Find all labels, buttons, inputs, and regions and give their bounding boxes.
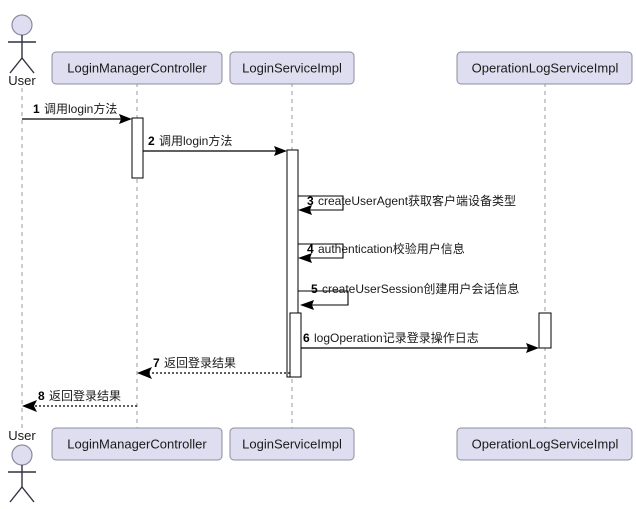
participant-controller-bottom[interactable]: LoginManagerController xyxy=(51,427,223,461)
message-6-label: logOperation记录登录操作日志 xyxy=(314,330,479,345)
message-5[interactable]: 5 createUserSession创建用户会话信息 xyxy=(298,281,519,310)
participant-label-oplog-bottom: OperationLogServiceImpl xyxy=(472,436,619,451)
participant-label-oplog-top: OperationLogServiceImpl xyxy=(472,60,619,75)
message-2-number: 2 xyxy=(148,134,155,148)
message-1[interactable]: 1 调用login方法 xyxy=(22,101,132,124)
message-2[interactable]: 2 调用login方法 xyxy=(143,133,287,156)
participant-box-oplog-top[interactable] xyxy=(456,51,633,85)
message-7-arrowhead xyxy=(137,367,152,379)
message-7-number: 7 xyxy=(153,356,160,370)
message-4-loop xyxy=(298,243,344,259)
message-8-number: 8 xyxy=(38,389,45,403)
actor-head-icon-bottom xyxy=(11,444,33,466)
participant-oplog-bottom[interactable]: OperationLogServiceImpl xyxy=(456,427,633,461)
message-3-number: 3 xyxy=(307,194,314,208)
actor-label-bottom: User xyxy=(8,428,36,443)
participant-service-bottom[interactable]: LoginServiceImpl xyxy=(229,427,355,461)
message-5-loop xyxy=(298,290,349,306)
message-4-number: 4 xyxy=(307,242,314,256)
actor-leg-left-bottom xyxy=(9,486,23,503)
message-5-label: createUserSession创建用户会话信息 xyxy=(322,281,519,296)
message-8-label: 返回登录结果 xyxy=(49,388,121,403)
message-4-label: authentication校验用户信息 xyxy=(318,241,465,256)
message-3-label: createUserAgent获取客户端设备类型 xyxy=(318,193,516,208)
actor-label-top: User xyxy=(8,73,36,88)
activation-bars xyxy=(131,117,552,378)
participant-label-service-bottom: LoginServiceImpl xyxy=(242,436,342,451)
participant-box-service-bottom[interactable] xyxy=(229,427,355,461)
message-1-label: 调用login方法 xyxy=(44,101,117,116)
message-5-number: 5 xyxy=(311,282,318,296)
actor-leg-right-bottom xyxy=(21,486,35,503)
message-6-arrowhead xyxy=(526,343,539,353)
lifelines xyxy=(21,83,546,428)
participant-oplog-top[interactable]: OperationLogServiceImpl xyxy=(456,51,633,85)
participant-controller-top[interactable]: LoginManagerController xyxy=(51,51,223,85)
message-6-number: 6 xyxy=(303,331,310,345)
message-6[interactable]: 6 logOperation记录登录操作日志 xyxy=(301,330,539,353)
actor-leg-right xyxy=(21,57,35,74)
participant-box-controller-top[interactable] xyxy=(51,51,223,85)
participant-label-service-top: LoginServiceImpl xyxy=(242,60,342,75)
message-5-arrowhead xyxy=(300,300,314,310)
message-8-arrowhead xyxy=(22,400,37,412)
actor-head-icon xyxy=(11,14,33,36)
activation-controller xyxy=(131,117,144,179)
participant-label-controller-bottom: LoginManagerController xyxy=(67,436,207,451)
actor-user-bottom[interactable]: User xyxy=(8,428,36,503)
message-4[interactable]: 4 authentication校验用户信息 xyxy=(298,241,465,263)
participant-box-service-top[interactable] xyxy=(229,51,355,85)
participant-box-oplog-bottom[interactable] xyxy=(456,427,633,461)
message-1-number: 1 xyxy=(33,102,40,116)
participant-box-controller-bottom[interactable] xyxy=(51,427,223,461)
actor-leg-left xyxy=(9,57,23,74)
message-2-arrowhead xyxy=(274,146,287,156)
message-3-loop xyxy=(298,195,344,211)
message-3[interactable]: 3 createUserAgent获取客户端设备类型 xyxy=(298,193,516,215)
message-4-arrowhead xyxy=(298,253,312,263)
activation-oplog xyxy=(538,312,552,349)
participant-label-controller-top: LoginManagerController xyxy=(67,60,207,75)
message-7[interactable]: 7 返回登录结果 xyxy=(137,355,290,379)
message-1-arrowhead xyxy=(119,114,132,124)
actor-user-top[interactable]: User xyxy=(8,14,36,88)
activation-service-nested xyxy=(289,312,302,378)
message-2-label: 调用login方法 xyxy=(159,133,232,148)
participant-service-top[interactable]: LoginServiceImpl xyxy=(229,51,355,85)
message-8[interactable]: 8 返回登录结果 xyxy=(22,388,137,412)
message-7-label: 返回登录结果 xyxy=(164,355,236,370)
message-3-arrowhead xyxy=(298,205,312,215)
